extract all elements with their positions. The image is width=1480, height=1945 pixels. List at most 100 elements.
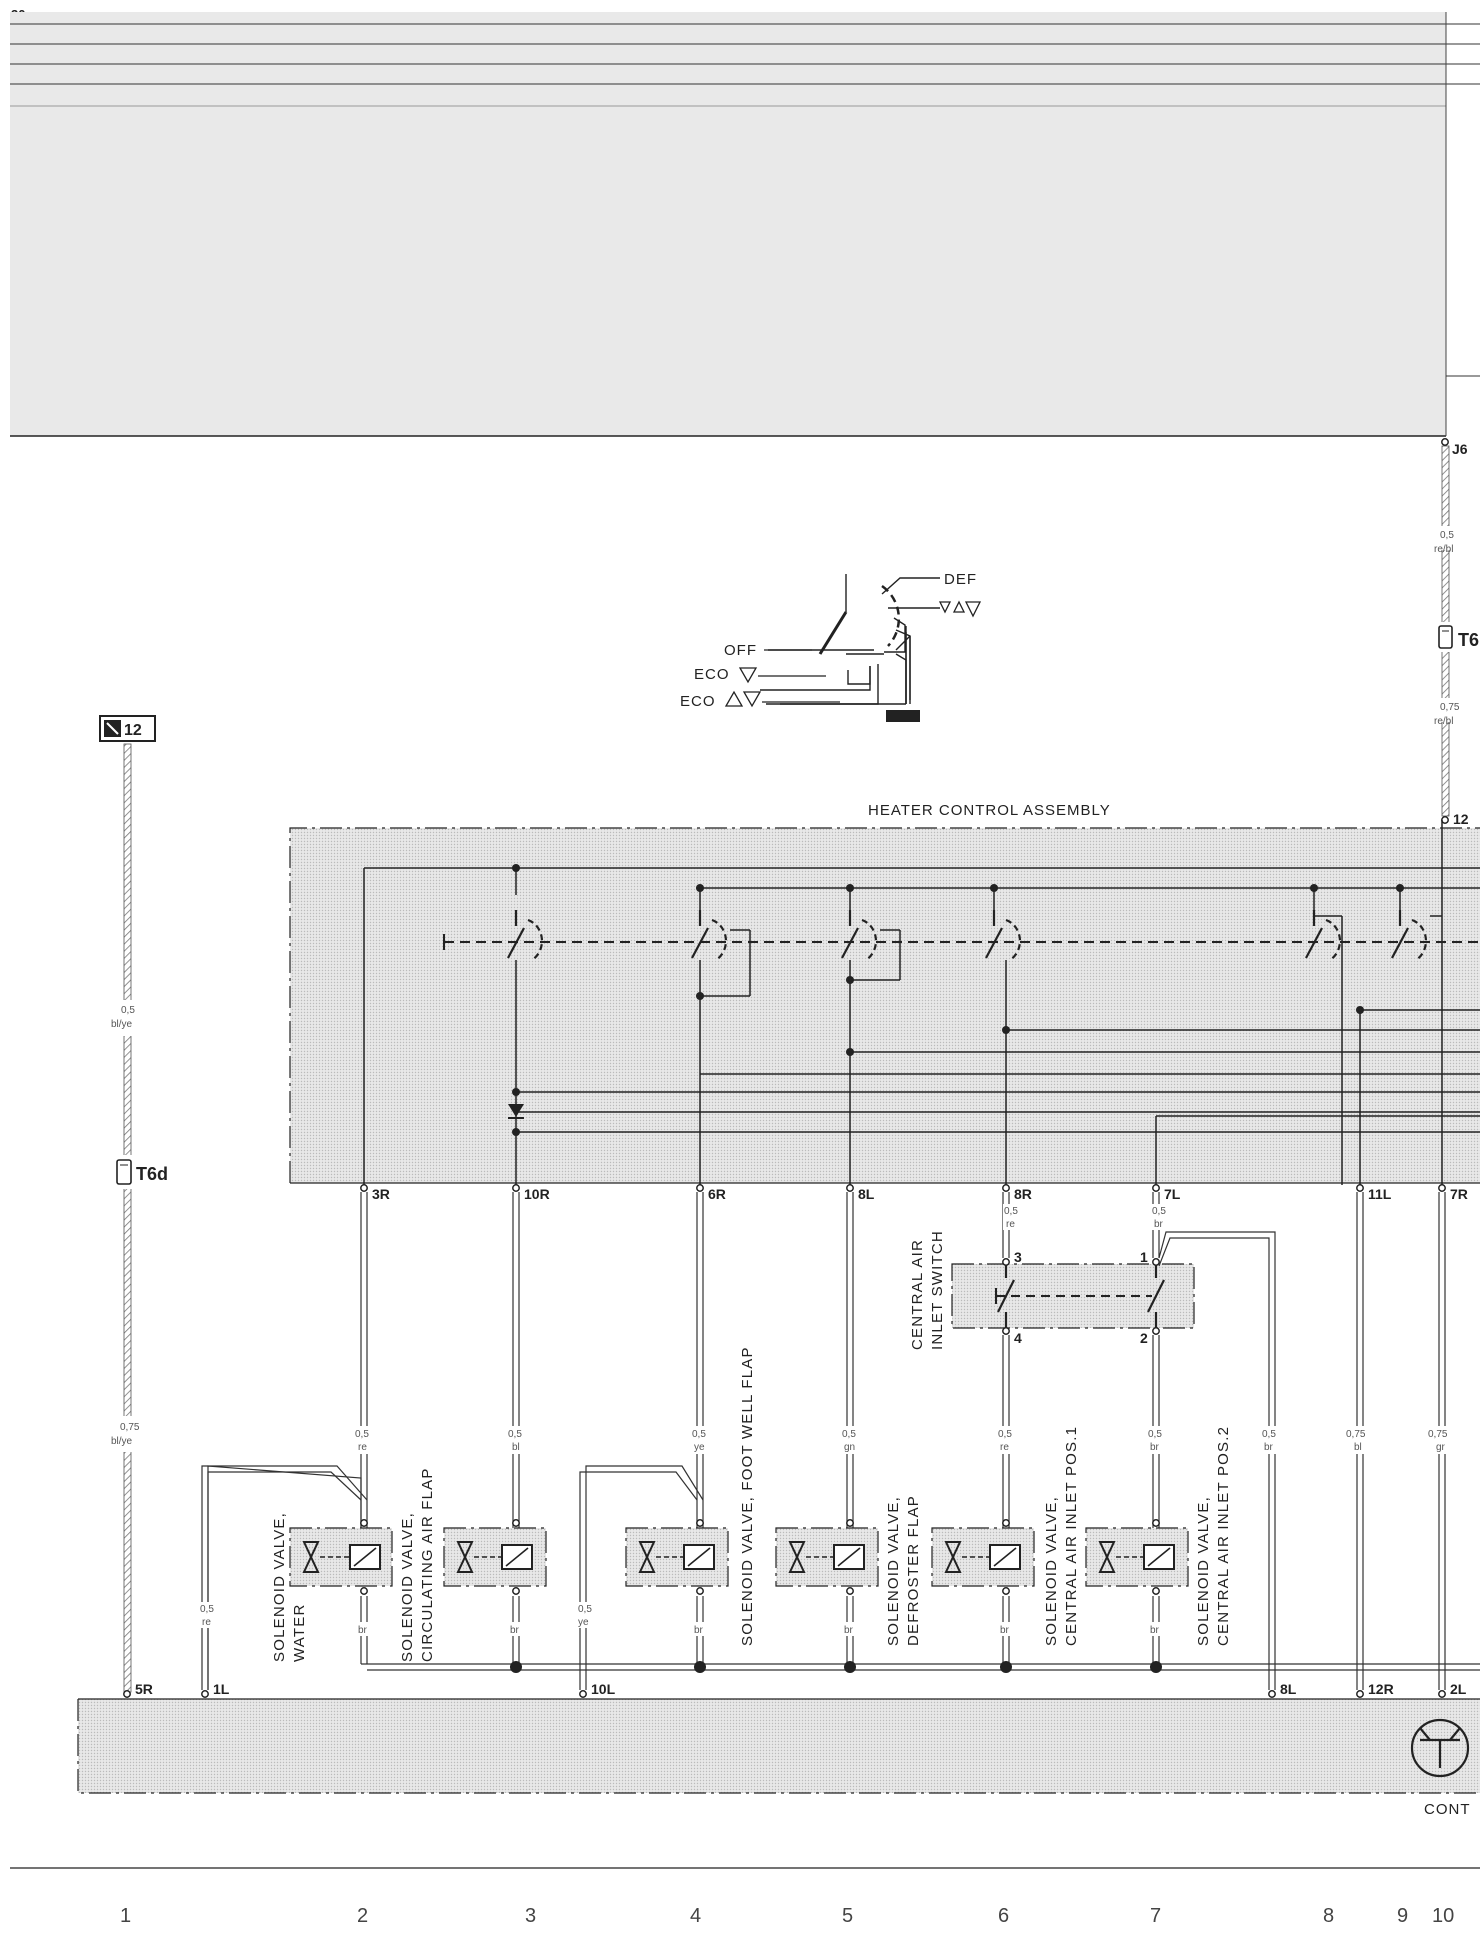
wire-color-label: re [1000, 1442, 1009, 1453]
terminal-7r: 7R [1450, 1186, 1468, 1202]
wire-gauge-label: 0,75 [1428, 1429, 1448, 1440]
solenoid-valve-defroster-flap [775, 1527, 879, 1587]
shaded-header-area [10, 12, 1446, 436]
supply-wire-left: 0,5 bl/ye T6d 0,75 bl/ye [104, 743, 168, 1693]
wire-color-label: re [202, 1617, 211, 1628]
column-5: 5 [842, 1905, 853, 1927]
connector-icon [116, 1159, 132, 1185]
terminal-7l: 7L [1164, 1186, 1181, 1202]
solenoid-valve-circulating-air-flap [443, 1527, 547, 1587]
wire-color-label: ye [694, 1442, 705, 1453]
terminal-3r: 3R [372, 1186, 390, 1202]
column-3: 3 [525, 1905, 536, 1927]
ground-wire-labels: br br br br br br [356, 1622, 1166, 1636]
wire-color-label: br [694, 1625, 704, 1636]
wire-color-label: bl [1354, 1442, 1362, 1453]
valve-pos1-label-2: CENTRAL AIR INLET POS.1 [1063, 1426, 1080, 1646]
column-8: 8 [1323, 1905, 1334, 1927]
solenoid-valve-central-air-inlet-pos1 [931, 1527, 1035, 1587]
ground-block-icon [886, 710, 920, 722]
wire-gauge-label: 0,5 [1152, 1206, 1166, 1217]
column-4: 4 [690, 1905, 701, 1927]
valve-circulating-label-2: CIRCULATING AIR FLAP [419, 1467, 436, 1662]
wire-color-label: br [358, 1625, 368, 1636]
column-10: 10 [1432, 1905, 1454, 1927]
valve-defroster-label-2: DEFROSTER FLAP [905, 1495, 922, 1646]
wire-color-label: br [1150, 1442, 1160, 1453]
wire-gauge-label: 0,5 [355, 1429, 369, 1440]
wire-gauge-label: 0,5 [200, 1604, 214, 1615]
fuse-12: 12 [99, 715, 156, 742]
terminal-5r: 5R [135, 1681, 153, 1697]
off-label: OFF [724, 642, 757, 659]
valve-water-label-1: SOLENOID VALVE, [271, 1512, 288, 1662]
solenoid-valve-foot-well-flap [625, 1527, 729, 1587]
wire-gauge-label: 0,75 [1346, 1429, 1366, 1440]
column-7: 7 [1150, 1905, 1161, 1927]
central-switch-label-1: CENTRAL AIR [909, 1239, 926, 1350]
valve-circulating-label-1: SOLENOID VALVE, [399, 1512, 416, 1662]
wire-gauge-label: 0,5 [508, 1429, 522, 1440]
switch-pin-4: 4 [1014, 1330, 1022, 1346]
wire-color-label: br [1150, 1625, 1160, 1636]
transistor-icon [1410, 1718, 1470, 1778]
wire-gauge-label: 0,5 [1004, 1206, 1018, 1217]
fuse-label: 12 [124, 722, 142, 739]
valve-defroster-label-1: SOLENOID VALVE, [885, 1496, 902, 1646]
terminal-6r: 6R [708, 1186, 726, 1202]
wire-color-label: br [1264, 1442, 1274, 1453]
terminal-8l-top: 8L [858, 1186, 875, 1202]
wire-color-label: bl/ye [111, 1019, 133, 1030]
wire-gauge-label: 0,5 [1440, 530, 1454, 541]
wire-gauge-label: 0,5 [121, 1005, 135, 1016]
wire-color-label: gn [844, 1442, 855, 1453]
switch-pin-2: 2 [1140, 1330, 1148, 1346]
wire-gauge-label: 0,5 [692, 1429, 706, 1440]
wire-color-label: ye [578, 1617, 589, 1628]
central-air-inlet-switch: 3 4 1 2 CENTRAL AIR INLET SWITCH [909, 1230, 1195, 1350]
valve-foot-well-label: SOLENOID VALVE, FOOT WELL FLAP [739, 1346, 756, 1646]
wire-gauge-label: 0,5 [1148, 1429, 1162, 1440]
column-numbers: 1 2 3 4 5 6 7 8 9 10 [120, 1905, 1454, 1927]
control-unit: 5R 1L 10L 8L 12R 2L CONT [77, 1681, 1480, 1818]
terminal-2l: 2L [1450, 1681, 1467, 1697]
wire-gauge-label: 0,5 [998, 1429, 1012, 1440]
ganged-switch-contacts [507, 910, 1428, 961]
wire-color-label: re/bl [1434, 716, 1453, 727]
switch-pin-3: 3 [1014, 1249, 1022, 1265]
terminal-12r: 12R [1368, 1681, 1394, 1697]
wire-gauge-label: 0,5 [1262, 1429, 1276, 1440]
wire-labels: 0,5 re 0,5 re 0,5 br 0,5 bl 0,5 ye 0,5 g… [196, 1204, 1458, 1628]
column-6: 6 [998, 1905, 1009, 1927]
terminal-12-label: 12 [1453, 811, 1469, 827]
wire-color-label: br [510, 1625, 520, 1636]
diode-icon [508, 1104, 524, 1117]
valve-water-label-2: WATER [291, 1604, 308, 1663]
valve-pos1-label-1: SOLENOID VALVE, [1043, 1496, 1060, 1646]
j6-terminal-label: J6 [1452, 441, 1468, 457]
heater-terminals: 3R 10R 6R 8L 8R 7L 11L 7R [360, 1184, 1468, 1202]
connector-top-label: T6 [1458, 630, 1479, 650]
wire-color-label: re [1006, 1219, 1015, 1230]
feed-wire-right: J6 0,5 re/bl T6 0,75 re/bl 12 [1434, 438, 1479, 827]
terminal-10l: 10L [591, 1681, 616, 1697]
switch-pin-1: 1 [1140, 1249, 1148, 1265]
wire-gauge-label: 0,5 [842, 1429, 856, 1440]
wire-gauge-label: 0,75 [1440, 702, 1460, 713]
cont-label: CONT [1424, 1801, 1471, 1818]
heater-control-assembly [289, 820, 1480, 1185]
connector-left-label: T6d [136, 1164, 168, 1184]
central-switch-label-2: INLET SWITCH [929, 1230, 946, 1350]
valve-pos2-label-1: SOLENOID VALVE, [1195, 1496, 1212, 1646]
wire-color-label: bl/ye [111, 1436, 133, 1447]
wire-gauge-label: 0,5 [578, 1604, 592, 1615]
mode-selector-switch [760, 574, 940, 705]
wire-gauge-label: 0,75 [120, 1422, 140, 1433]
wire-color-label: bl [512, 1442, 520, 1453]
heater-control-title: HEATER CONTROL ASSEMBLY [868, 802, 1111, 819]
solenoid-valve-water [289, 1527, 393, 1587]
eco2-label: ECO [680, 693, 716, 710]
terminal-10r: 10R [524, 1186, 550, 1202]
column-2: 2 [357, 1905, 368, 1927]
